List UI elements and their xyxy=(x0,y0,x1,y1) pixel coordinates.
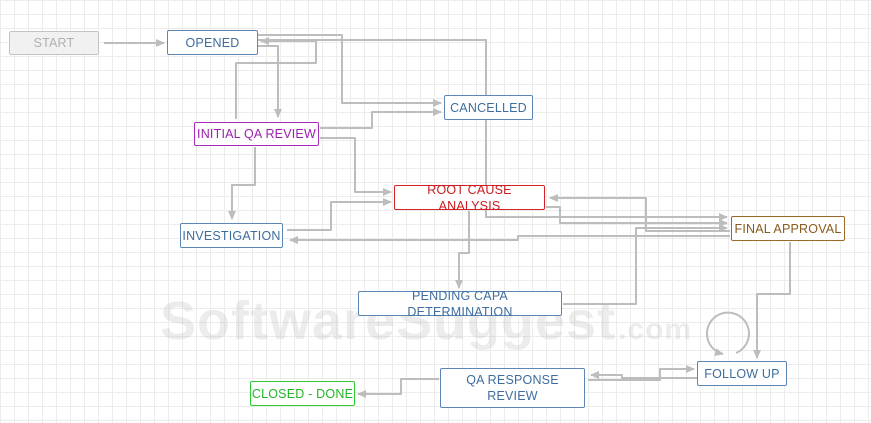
state-final-approval[interactable]: FINAL APPROVAL xyxy=(731,216,845,241)
state-final-approval-label: FINAL APPROVAL xyxy=(734,221,842,236)
edge-final-approval-follow-up xyxy=(753,242,791,359)
edge-initial-qa-review-cancelled xyxy=(320,108,442,129)
state-opened-label: OPENED xyxy=(185,35,240,50)
state-closed-done[interactable]: CLOSED - DONE xyxy=(250,381,355,406)
state-follow-up[interactable]: FOLLOW UP xyxy=(697,361,787,386)
transition-edges xyxy=(104,34,791,398)
state-qa-response-review[interactable]: QA RESPONSE REVIEW xyxy=(440,368,585,408)
edge-final-approval-investigation xyxy=(289,235,730,244)
edge-investigation-root-cause xyxy=(287,198,392,231)
edge-opened-final-approval xyxy=(258,39,728,221)
state-qa-response-review-label-line2: REVIEW xyxy=(487,389,538,403)
state-closed-done-label: CLOSED - DONE xyxy=(251,386,354,401)
state-pending-capa-determination[interactable]: PENDING CAPA DETERMINATION xyxy=(358,289,562,319)
state-investigation-label: INVESTIGATION xyxy=(182,228,281,243)
edge-final-approval-root-cause xyxy=(549,194,730,232)
edge-qa-response-closed xyxy=(357,378,439,398)
edge-follow-up-self-loop xyxy=(706,311,750,356)
state-qa-response-review-label-line1: QA RESPONSE xyxy=(466,373,559,387)
state-start-label: START xyxy=(33,36,75,50)
edge-opened-initial-qa-review xyxy=(258,45,282,118)
state-cancelled-label: CANCELLED xyxy=(450,100,527,115)
state-pending-capa-determination-label: PENDING CAPA DETERMINATION xyxy=(407,288,513,319)
state-initial-qa-review[interactable]: INITIAL QA REVIEW xyxy=(194,122,319,146)
edge-initial-qa-review-investigation xyxy=(228,147,256,220)
edge-pending-capa-final-approval xyxy=(563,224,728,305)
state-initial-qa-review-label: INITIAL QA REVIEW xyxy=(197,127,316,141)
state-opened[interactable]: OPENED xyxy=(167,30,258,55)
state-cancelled[interactable]: CANCELLED xyxy=(444,95,533,120)
edge-root-cause-pending-capa xyxy=(455,211,470,289)
edge-root-cause-final-approval xyxy=(546,206,728,227)
edge-initial-qa-review-root-cause xyxy=(320,137,392,196)
state-follow-up-label: FOLLOW UP xyxy=(704,366,780,381)
edge-qa-response-follow-up xyxy=(588,365,695,381)
state-investigation[interactable]: INVESTIGATION xyxy=(180,223,283,248)
edge-follow-up-qa-response xyxy=(590,371,697,379)
state-root-cause-analysis-label: ROOT CAUSE ANALYSIS xyxy=(427,182,512,213)
state-root-cause-analysis[interactable]: ROOT CAUSE ANALYSIS xyxy=(394,183,545,213)
edge-opened-cancelled xyxy=(258,34,442,107)
state-start[interactable]: START xyxy=(9,31,99,55)
